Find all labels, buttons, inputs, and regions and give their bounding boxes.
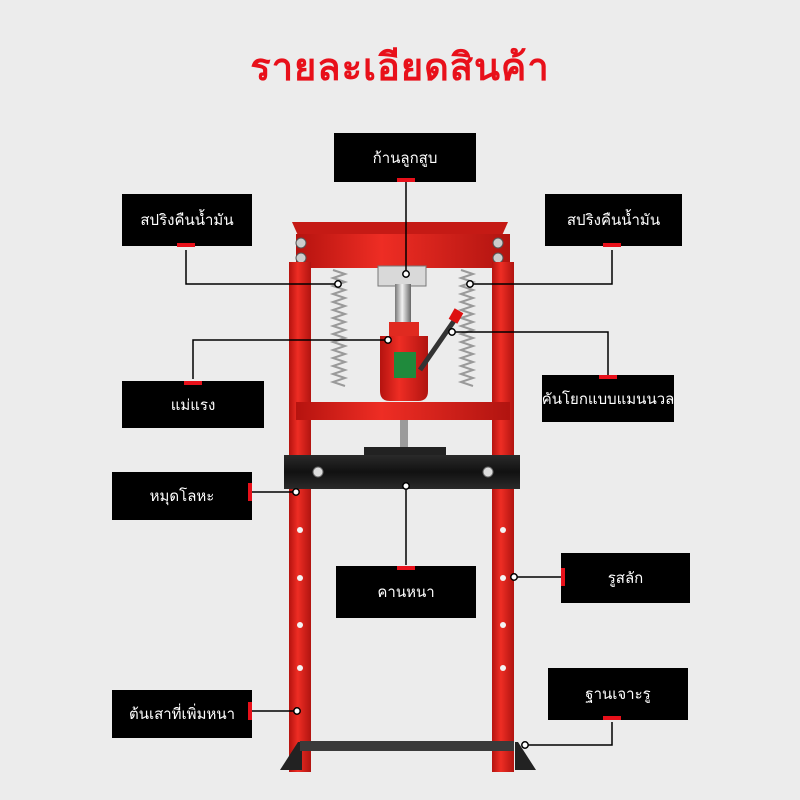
label-jack: แม่แรง <box>122 381 264 428</box>
column-holes <box>297 527 506 671</box>
label-metal-pin: หมุดโลหะ <box>112 472 252 520</box>
bed-plate <box>364 447 446 457</box>
label-thick-beam: คานหนา <box>336 566 476 618</box>
base-left <box>280 742 302 770</box>
label-perforated-base: ฐานเจาะรู <box>548 668 688 720</box>
piston-rod <box>395 284 411 324</box>
label-piston-rod: ก้านลูกสูบ <box>334 133 476 182</box>
label-oil-return-spring-left: สปริงคืนน้ำมัน <box>122 194 252 246</box>
right-column <box>492 262 514 772</box>
piston-head <box>377 265 427 287</box>
leader-dots <box>292 270 529 749</box>
label-pin-hole: รูสลัก <box>561 553 690 603</box>
page-title: รายละเอียดสินค้า <box>250 45 550 89</box>
label-thickened-column: ต้นเสาที่เพิ่มหนา <box>112 690 252 738</box>
jack-seat <box>296 402 510 420</box>
base-right <box>515 742 536 770</box>
jack-handle <box>417 316 459 372</box>
label-manual-handle: คันโยกแบบแมนนวล <box>542 375 674 422</box>
crown-body <box>296 234 510 268</box>
label-oil-return-spring-right: สปริงคืนน้ำมัน <box>545 194 682 246</box>
left-column <box>289 262 311 772</box>
springs <box>329 269 477 387</box>
leader-lines <box>185 180 613 746</box>
